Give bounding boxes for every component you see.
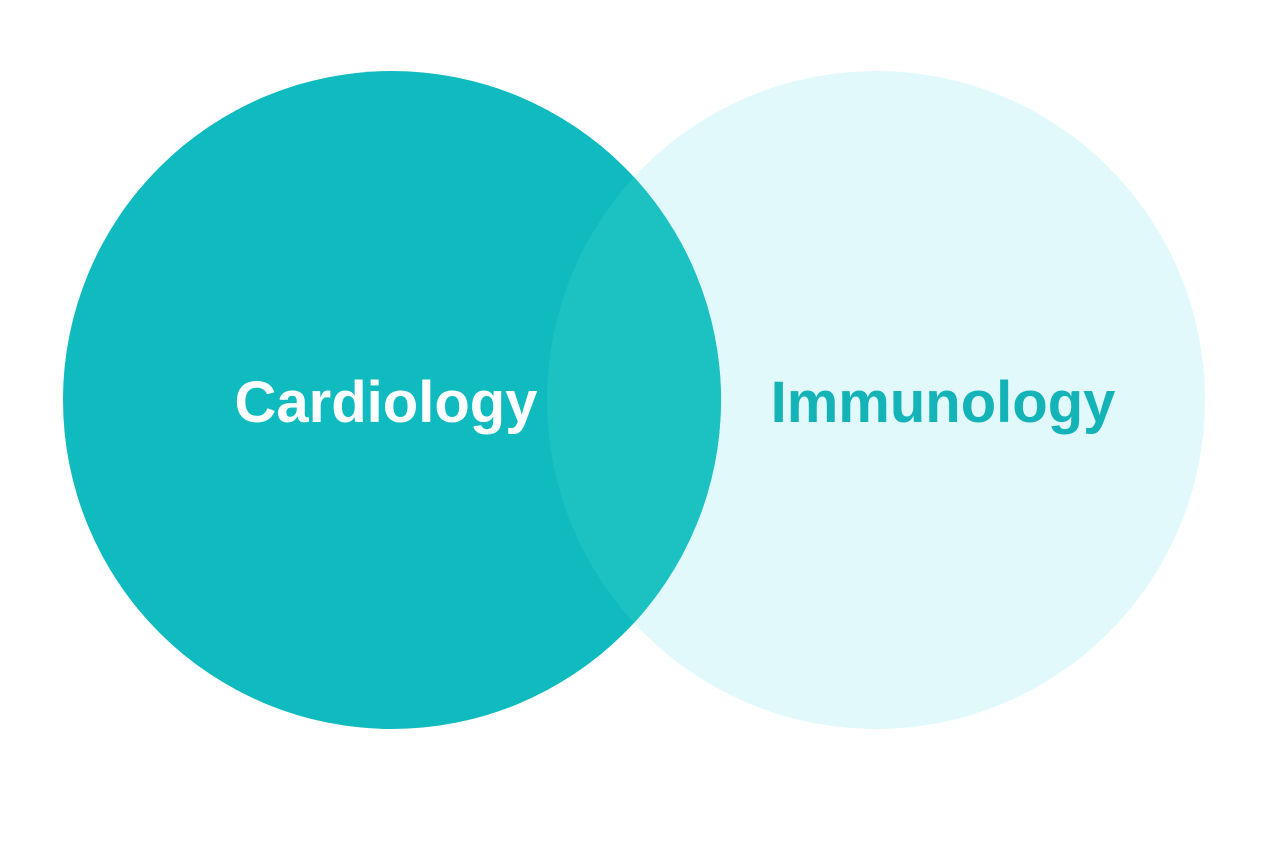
venn-label-immunology: Immunology: [771, 370, 1116, 435]
venn-label-cardiology: Cardiology: [235, 370, 538, 435]
venn-circle-immunology: [547, 71, 1205, 729]
venn-circle-cardiology: [63, 71, 721, 729]
